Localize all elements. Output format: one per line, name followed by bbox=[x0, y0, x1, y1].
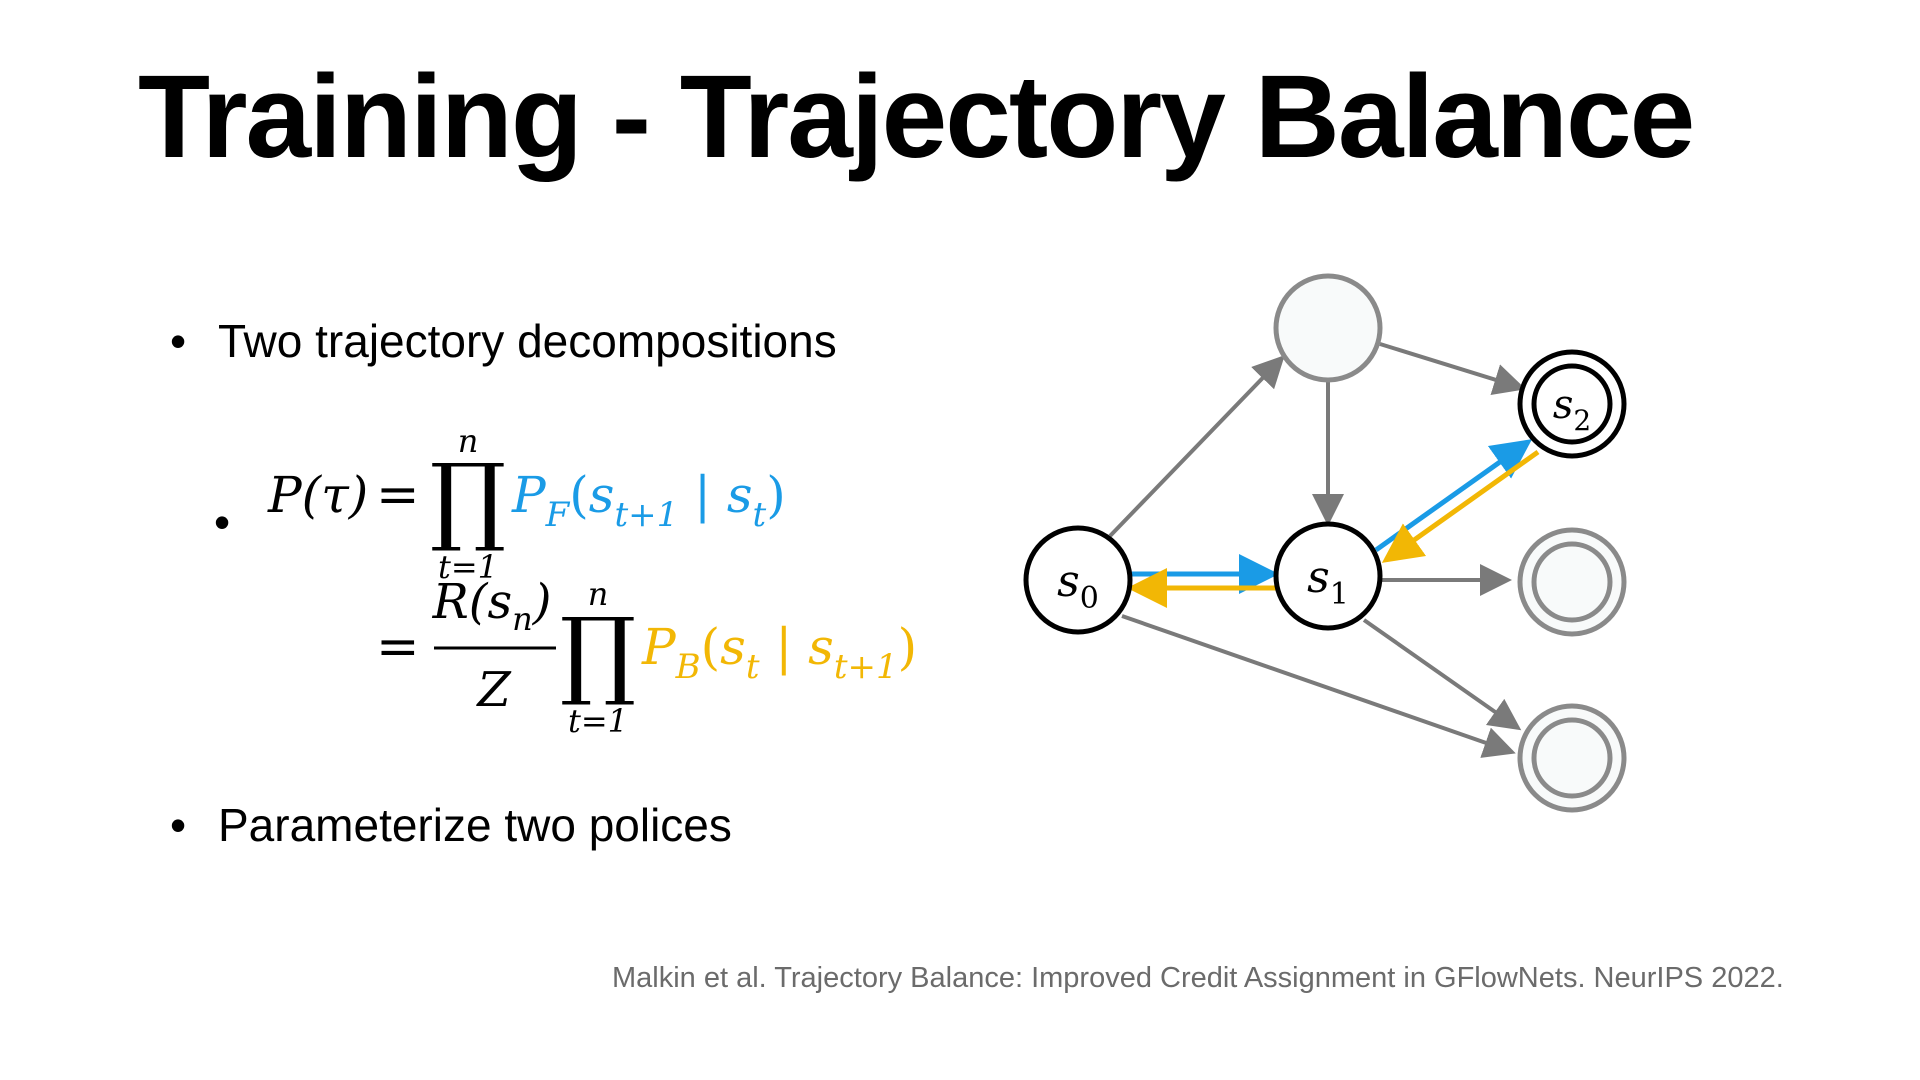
slide-title: Training - Trajectory Balance bbox=[138, 51, 1695, 183]
terminal-node-s2-inner bbox=[1531, 363, 1613, 445]
formula-equals-1: = bbox=[376, 465, 420, 525]
bullet-dot: • bbox=[214, 496, 230, 548]
state-node-s1 bbox=[1273, 521, 1383, 631]
formula-equals-2: = bbox=[376, 617, 420, 677]
edge-s1-to-terminal-bottom bbox=[1362, 618, 1522, 731]
reward-denominator: Z bbox=[475, 662, 512, 718]
terminal-node-middle-inner bbox=[1531, 541, 1613, 623]
state-node-top bbox=[1273, 273, 1383, 383]
edge-top-to-s2 bbox=[1379, 342, 1526, 395]
bullet-dot: • bbox=[170, 315, 187, 367]
product-lower-2: t=1 bbox=[568, 702, 628, 740]
backward-policy-term: PB(st | st+1) bbox=[641, 618, 917, 687]
bullet-text: Parameterize two polices bbox=[218, 799, 732, 851]
bullet-item-policies: • Parameterize two polices bbox=[170, 802, 732, 848]
state-label-s2: s2 bbox=[1553, 382, 1591, 437]
citation: Malkin et al. Trajectory Balance: Improv… bbox=[612, 962, 1784, 994]
bullet-dot: • bbox=[170, 799, 187, 851]
product-upper-1: n bbox=[458, 422, 479, 460]
bullet-item-decompositions: • Two trajectory decompositions bbox=[170, 318, 837, 364]
product-symbol-2: ∏ bbox=[560, 597, 636, 709]
product-upper-2: n bbox=[588, 575, 609, 613]
reward-numerator: R(sn) bbox=[432, 574, 552, 638]
product-lower-1: t=1 bbox=[438, 548, 498, 586]
edge-s0-to-terminal-bottom bbox=[1121, 614, 1516, 758]
forward-edge-s1-s2 bbox=[1374, 439, 1533, 553]
edge-s0-to-top bbox=[1108, 355, 1285, 538]
product-symbol-1: ∏ bbox=[430, 443, 506, 555]
backward-edge-s2-s1 bbox=[1381, 449, 1540, 563]
terminal-node-bottom-inner bbox=[1531, 717, 1613, 799]
state-node-s0 bbox=[1023, 525, 1133, 635]
bullet-text: Two trajectory decompositions bbox=[218, 315, 837, 367]
formula-lhs: P(τ) bbox=[267, 466, 368, 524]
